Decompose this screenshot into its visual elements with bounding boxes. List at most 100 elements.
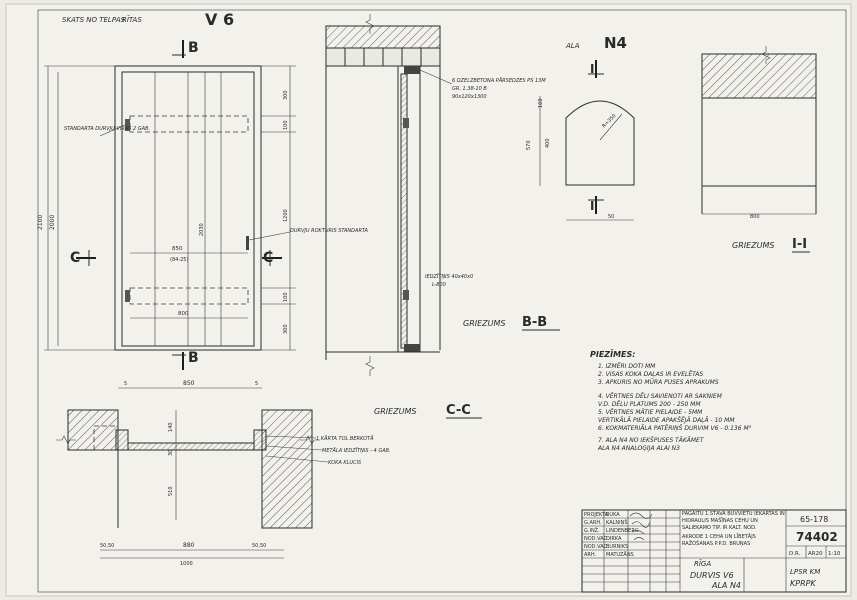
tb-role-3: NOD.VAD. — [584, 536, 609, 542]
tb-role-1: G.ARH. — [584, 520, 602, 526]
front-view-mark: V 6 — [205, 10, 234, 29]
note-1: 1. IZMĒRI DOTI MM — [598, 363, 656, 370]
tb-number-top: 65-178 — [800, 515, 828, 524]
dim-right-1200: 1200 — [283, 209, 289, 222]
cc-leaf — [127, 442, 255, 451]
ii-masonry — [701, 53, 817, 99]
bb-title-mark: B-B — [522, 315, 547, 330]
front-view: SKATS NO TELPAS RĪTAS V 6 B B C C — [37, 10, 369, 370]
dim-850-sub: (84-25) — [170, 257, 188, 263]
tb-sheet: AR20 — [808, 551, 823, 557]
tb-stage: D.R. — [789, 551, 801, 557]
dim-left-2100: 2100 — [37, 215, 44, 230]
dim-left-2000: 2000 — [49, 215, 56, 230]
cc-dim-bottom-left: 50,50 — [100, 543, 114, 549]
notes-title: PIEZĪMES: — [590, 349, 635, 359]
ala-width: 50 — [608, 214, 614, 220]
dim-right-100-bottom: 100 — [283, 292, 289, 302]
tb-role-0: PROJEKTA — [584, 512, 609, 518]
label-handle: DURVJU ROKTURIS STANDARTA — [290, 228, 369, 234]
note-5b: VERTIKĀLĀ PIELAIDE APAKŠĒJĀ DAĻĀ - 10 MM — [598, 417, 735, 424]
ala-mark: N4 — [604, 34, 627, 52]
dim-right-100-top: 100 — [283, 120, 289, 130]
ala-mark-i-bottom: I — [590, 199, 594, 213]
section-mark-b-bottom: B — [188, 350, 199, 366]
cc-title-word: GRIEZUMS — [374, 407, 417, 416]
ala-n4: ALA N4 I I R=350 570 160 400 50 800 GRIE… — [526, 34, 817, 253]
section-mark-c-left: C — [70, 250, 80, 266]
sheet-border — [5, 3, 852, 597]
tb-role-2: G.INŽ. — [584, 526, 600, 534]
tb-role-5: ARH. — [584, 552, 597, 558]
cc-label-3: KOKA KLUCIS — [328, 460, 362, 466]
title-block: PROJEKTA G.ARH. G.INŽ. NOD.VAD. NOD.VAD.… — [581, 509, 847, 593]
notes: PIEZĪMES: 1. IZMĒRI DOTI MM 2. VISAS KOK… — [590, 349, 752, 452]
section-bb: 6 DZELZBETONA PĀRSEDZES PS 13M GR. 1.38-… — [325, 14, 560, 376]
cc-dim-5-left: 5 — [124, 381, 127, 387]
ala-word: ALA — [565, 42, 580, 50]
tb-org: LPSR KM — [790, 568, 820, 576]
ii-width: 800 — [750, 214, 760, 220]
bb-lintel-note: 6 DZELZBETONA PĀRSEDZES PS 13M — [452, 77, 546, 84]
note-7b: ALA N4 ANALOĢIJA ALAI N3 — [597, 445, 680, 452]
tb-role-4: NOD.VAD. — [584, 544, 609, 550]
tb-name-5: MATUZĀNS — [606, 551, 634, 558]
cc-wall-right — [261, 409, 313, 529]
ala-outline — [565, 100, 635, 186]
dim-850: 850 — [172, 246, 183, 252]
ala-mark-i-top: I — [590, 62, 594, 76]
cc-dim-510: 510 — [168, 486, 174, 496]
tb-name-1: KALNIŅŠ — [606, 519, 628, 526]
bb-dowel-note: IEDZĪTŅIS 40x40x0 — [425, 273, 473, 280]
tb-drawing-title2: ALA N4 — [711, 581, 741, 590]
drawing-frame — [37, 9, 847, 593]
cc-dim-140: 140 — [168, 422, 174, 432]
cc-dim-1000: 1000 — [180, 561, 193, 567]
note-7: 7. ALA N4 NO IEKŠPUSES TĀKĀMET — [598, 437, 705, 444]
ii-title-mark: I-I — [792, 237, 807, 252]
tb-number-main: 74402 — [796, 530, 838, 544]
cc-label-2: METĀLA IEDZĪTŅIS - 4 GAB. — [322, 447, 391, 454]
cc-dim-bottom-880: 880 — [183, 542, 195, 549]
front-view-label: SKATS NO TELPAS — [62, 16, 125, 24]
cc-dim-5-right: 5 — [255, 381, 258, 387]
signature-marks — [629, 512, 653, 541]
section-mark-c-right: C — [263, 250, 273, 266]
cc-dim-850: 850 — [183, 380, 195, 387]
section-mark-b-top: B — [188, 40, 199, 56]
ii-title-word: GRIEZUMS — [732, 241, 775, 250]
bb-lintel-note3: 90x120x1300 — [452, 94, 487, 100]
tb-name-3: DIRKA — [606, 536, 622, 542]
cc-wall-left — [67, 409, 119, 451]
tb-name-0: BUKA — [606, 512, 620, 518]
section-cc: 850 5 5 140 30 510 50,50 880 50,50 1000 … — [56, 380, 482, 567]
dim-right-300-top: 300 — [283, 90, 289, 100]
bb-lintel-note2: GR. 1.38-10 B — [452, 86, 487, 92]
note-2: 2. VISAS KOKA DAĻAS IR EVELĒTAS — [598, 371, 703, 378]
note-4: 4. VĒRTNES DĒLI SAVIENOTI AR SAKNIEM — [598, 393, 723, 400]
bb-dowel-note2: L-800 — [432, 282, 446, 288]
note-5: 5. VĒRTNES MĀTIE PIELAIDE - 5MM — [598, 409, 703, 416]
ala-dim-400: 400 — [545, 138, 551, 148]
dim-2030: 2030 — [199, 223, 205, 236]
front-view-subword: RĪTAS — [122, 15, 142, 24]
tb-scale: 1:10 — [828, 551, 841, 557]
door-handle — [246, 236, 249, 250]
cc-title-mark: C-C — [446, 403, 471, 418]
tb-drawing-title: DURVIS V6 — [690, 571, 734, 580]
cc-label-1: 1 KĀRTA TOL.BERKOTĀ — [316, 435, 374, 442]
ala-dim-570: 570 — [526, 140, 532, 150]
ala-dim-160: 160 — [538, 98, 544, 108]
hinge-bottom — [125, 290, 130, 302]
dim-800: 800 — [178, 311, 189, 317]
bb-leaf — [400, 73, 408, 349]
note-6: 6. KOKMATERIĀLA PATĒRIŅŠ DURVIM V6 - 0.1… — [598, 425, 752, 432]
cc-dim-30: 30 — [168, 450, 174, 456]
dim-right-300-bottom: 300 — [283, 324, 289, 334]
tb-city: RĪGA — [694, 559, 711, 568]
bb-title-word: GRIEZUMS — [463, 319, 506, 328]
label-hinges: STANDARTA DURVJU VIRAS 2 GAB. — [64, 126, 150, 132]
tb-name-4: BURNIKS — [606, 544, 628, 550]
door-frame-outer — [114, 65, 262, 351]
